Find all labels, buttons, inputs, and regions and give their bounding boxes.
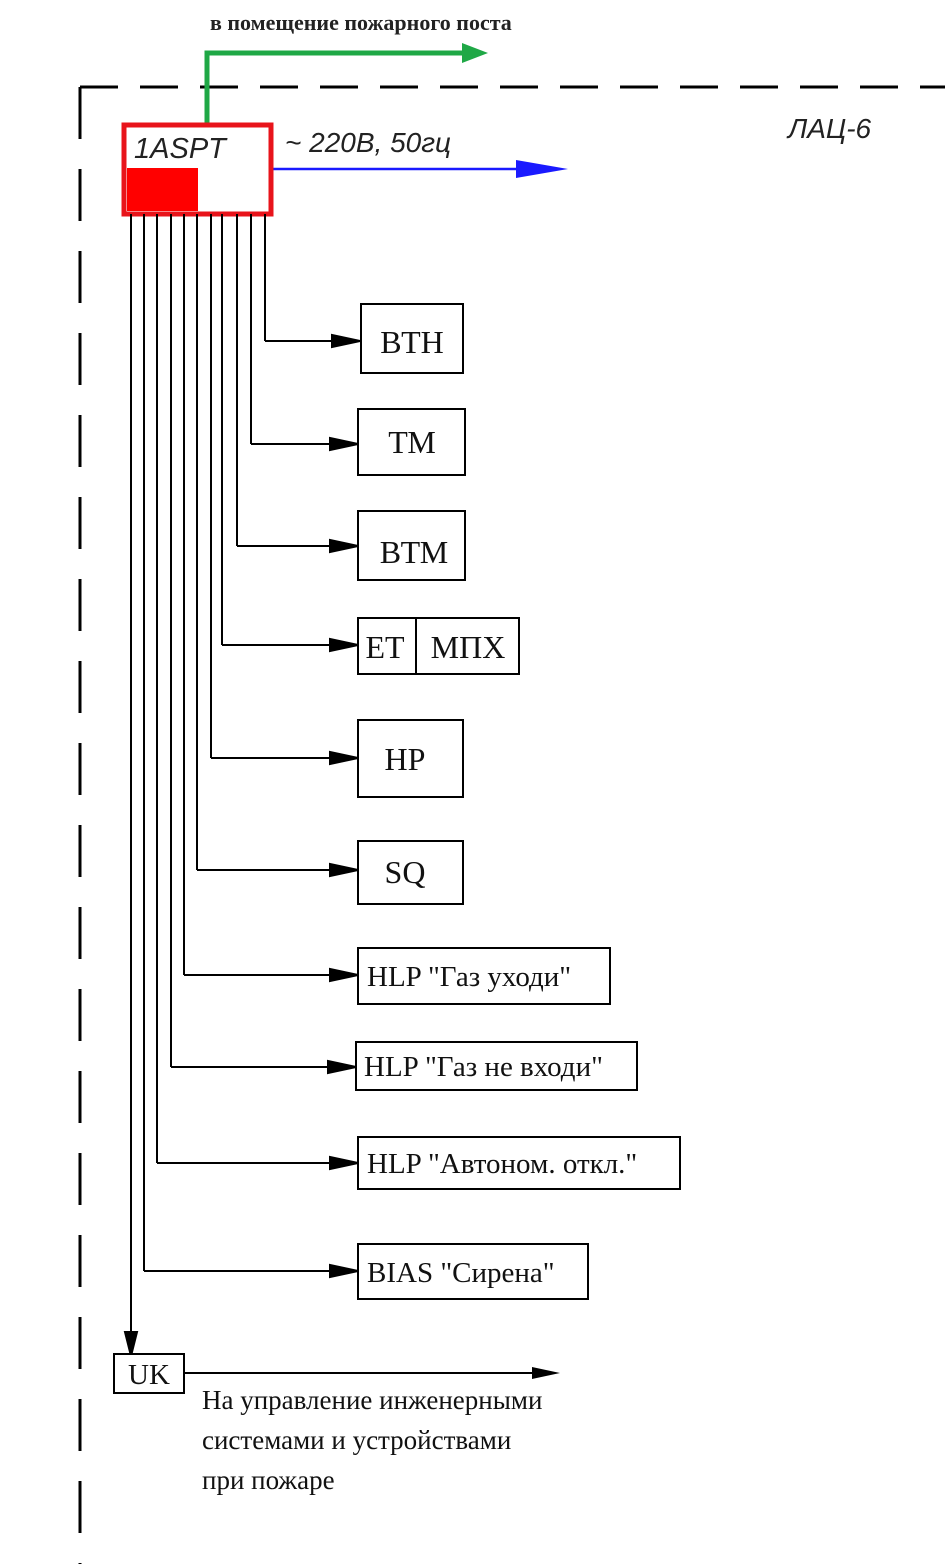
device-hp: HP <box>357 719 464 798</box>
uk-label: UK <box>128 1359 170 1391</box>
device-hlp-gas-no-enter: HLP "Газ не входи" <box>355 1041 638 1091</box>
device-et-mpkh: ЕТ МПХ <box>357 617 520 675</box>
device-tm: ТМ <box>357 408 466 476</box>
device-label: ВТН <box>380 324 444 360</box>
device-vtm: ВТМ <box>357 510 466 581</box>
device-label: BIAS "Сирена" <box>367 1257 555 1289</box>
device-label: ТМ <box>388 424 436 460</box>
power-arrow <box>272 160 568 178</box>
branch-arrows <box>123 333 361 1357</box>
uk-block: UK <box>113 1353 560 1394</box>
device-sq: SQ <box>357 840 464 905</box>
power-label: ~ 220В, 50гц <box>285 127 451 158</box>
uk-note-line: при пожаре <box>202 1465 335 1495</box>
device-label: МПХ <box>431 629 506 665</box>
device-label: HLP "Автоном. откл." <box>367 1148 637 1180</box>
device-label: HLP "Газ уходи" <box>367 961 571 993</box>
main-unit-1aspt: 1ASPT <box>121 122 274 217</box>
device-label: HLP "Газ не входи" <box>364 1051 603 1083</box>
fire-post-arrow <box>204 43 488 125</box>
device-label: SQ <box>385 854 426 890</box>
device-vtn: ВТН <box>360 303 464 374</box>
uk-note-line: На управление инженерными <box>202 1385 542 1415</box>
zone-boundary <box>78 85 945 1564</box>
zone-label: ЛАЦ-6 <box>786 113 872 144</box>
uk-output-arrow <box>532 1367 560 1379</box>
device-bias-siren: BIAS "Сирена" <box>357 1243 589 1300</box>
device-label: ЕТ <box>365 629 405 665</box>
main-unit-label: 1ASPT <box>134 133 228 165</box>
fire-post-label: в помещение пожарного поста <box>210 10 512 35</box>
device-hlp-gas-leave: HLP "Газ уходи" <box>357 947 611 1005</box>
wire-bus <box>130 214 266 1340</box>
device-label: ВТМ <box>380 534 449 570</box>
uk-note-line: системами и устройствами <box>202 1425 511 1455</box>
device-label: HP <box>385 741 426 777</box>
uk-note: На управление инженерными системами и ус… <box>202 1385 542 1495</box>
device-hlp-auto-off: HLP "Автоном. откл." <box>357 1136 681 1190</box>
